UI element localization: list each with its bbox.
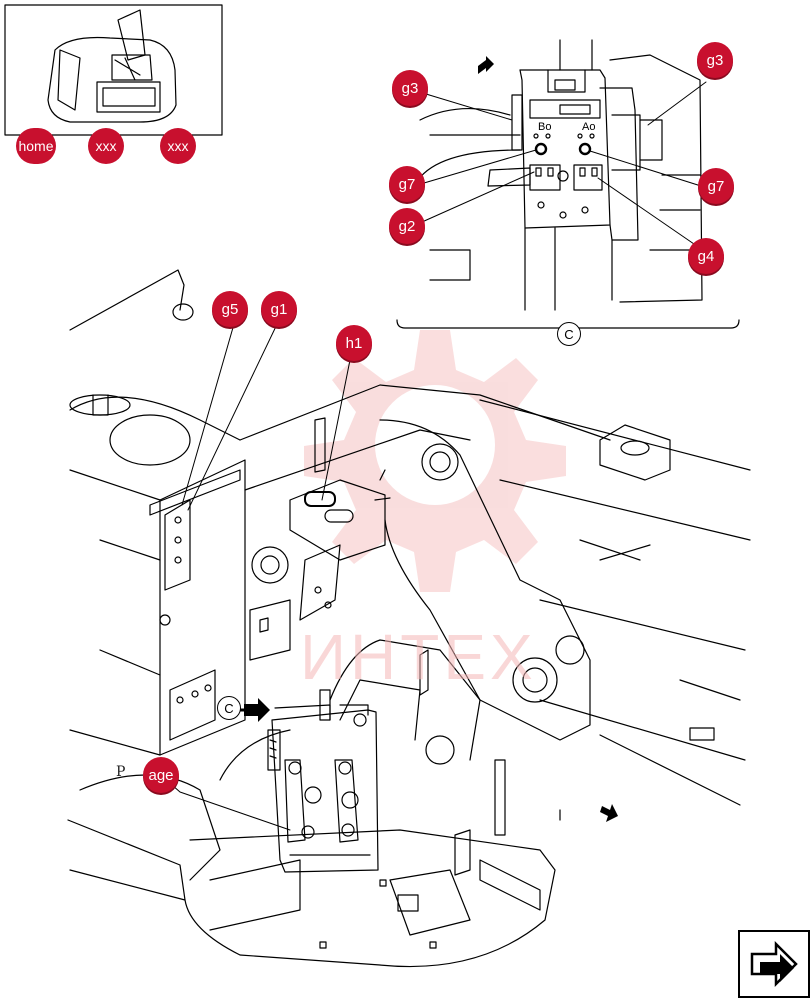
callout-h1[interactable]: h1	[336, 325, 372, 361]
callout-g7-left-label: g7	[398, 175, 416, 193]
xxx-tab-1[interactable]: xxx	[88, 128, 124, 164]
detail-reference-c: C	[557, 322, 581, 346]
callout-g5[interactable]: g5	[212, 291, 248, 327]
callout-g7-left[interactable]: g7	[389, 166, 425, 202]
next-page-button[interactable]	[738, 930, 810, 998]
callout-g4[interactable]: g4	[688, 238, 724, 274]
callout-h1-label: h1	[345, 334, 363, 352]
xxx-tab-2[interactable]: xxx	[160, 128, 196, 164]
callout-g1-label: g1	[270, 300, 288, 318]
callout-g1[interactable]: g1	[261, 291, 297, 327]
leader-lines	[163, 81, 707, 831]
callout-page[interactable]: age	[143, 757, 179, 793]
callout-g3-left-label: g3	[401, 79, 419, 97]
valve-label-ao: Ao	[582, 121, 596, 133]
callout-g5-label: g5	[221, 300, 239, 318]
valve-label-bo: Bo	[538, 121, 552, 133]
bold-arrow-icon	[244, 56, 618, 822]
callout-g2-label: g2	[398, 217, 416, 235]
callout-g7-right[interactable]: g7	[698, 168, 734, 204]
detail-view-c	[396, 39, 740, 329]
callout-g3-left[interactable]: g3	[392, 70, 428, 106]
thumbnail-frame	[4, 4, 223, 136]
callout-g7-right-label: g7	[707, 177, 725, 195]
callout-g4-label: g4	[697, 247, 715, 265]
home-tab[interactable]: home	[16, 128, 56, 164]
callout-g2[interactable]: g2	[389, 208, 425, 244]
main-reference-c: C	[217, 696, 241, 720]
main-frame	[67, 269, 751, 968]
watermark-text: ИНТЕХ	[300, 621, 537, 693]
next-page-arrow-icon	[750, 940, 798, 988]
callout-g3-right[interactable]: g3	[697, 42, 733, 78]
callout-g3-right-label: g3	[706, 51, 724, 69]
watermark-gear-icon	[304, 330, 566, 592]
callout-page-label: age	[148, 766, 174, 784]
